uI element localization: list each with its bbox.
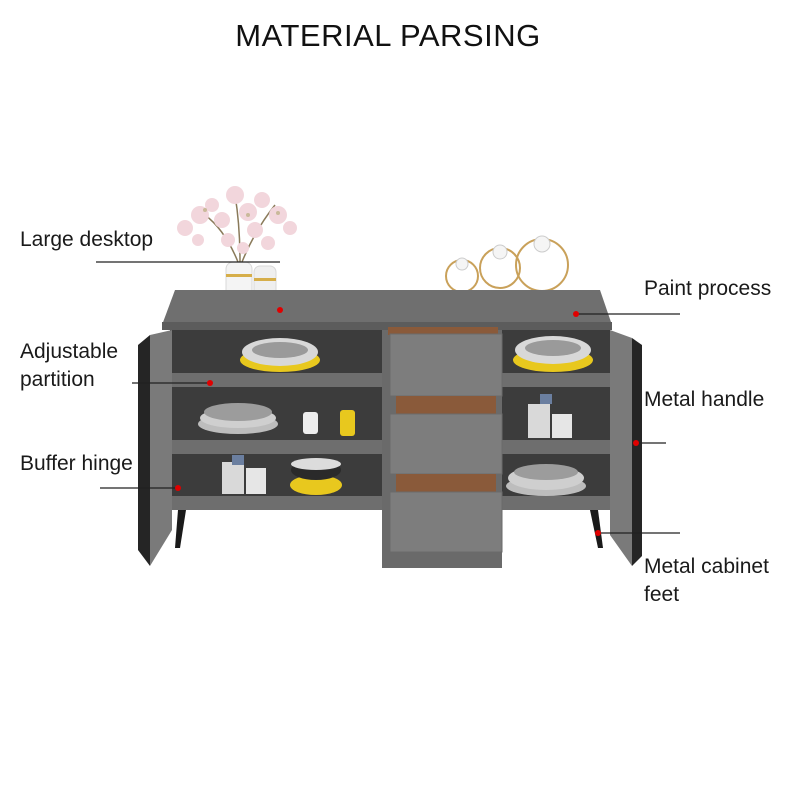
flower-vase-decor: [177, 186, 297, 303]
label-metal-cabinet-feet: Metal cabinet feet: [644, 553, 769, 609]
left-shelf-2: [170, 440, 382, 454]
cabinet-legs: [175, 510, 603, 548]
cabinet-top-edge: [162, 322, 612, 330]
right-shelf-1: [502, 373, 610, 387]
label-feet-line1: Metal cabinet: [644, 555, 769, 578]
right-shelf-items: [506, 336, 593, 496]
label-metal-handle: Metal handle: [644, 388, 765, 411]
left-shelf-1: [170, 373, 382, 387]
label-adjustable-line1: Adjustable: [20, 340, 119, 363]
label-adjustable-line2: partition: [20, 368, 95, 391]
right-door: [610, 330, 632, 566]
right-shelf-2: [502, 440, 610, 454]
left-door: [150, 330, 172, 566]
cabinet-top: [162, 290, 612, 325]
label-feet-line2: feet: [644, 583, 680, 606]
right-bottom: [502, 496, 610, 510]
label-adjustable-partition: Adjustable partition: [20, 338, 118, 394]
label-buffer-hinge: Buffer hinge: [20, 452, 133, 475]
drawers: [388, 327, 503, 553]
left-shelf-items: [198, 338, 355, 495]
leader-lines: [96, 261, 680, 534]
left-bottom: [170, 496, 382, 510]
label-large-desktop: Large desktop: [20, 228, 154, 251]
page-title: MATERIAL PARSING: [235, 18, 541, 53]
right-door-edge: [632, 338, 642, 566]
label-paint-process: Paint process: [644, 277, 772, 300]
marker-dots: [175, 307, 639, 536]
left-door-edge: [138, 335, 150, 566]
